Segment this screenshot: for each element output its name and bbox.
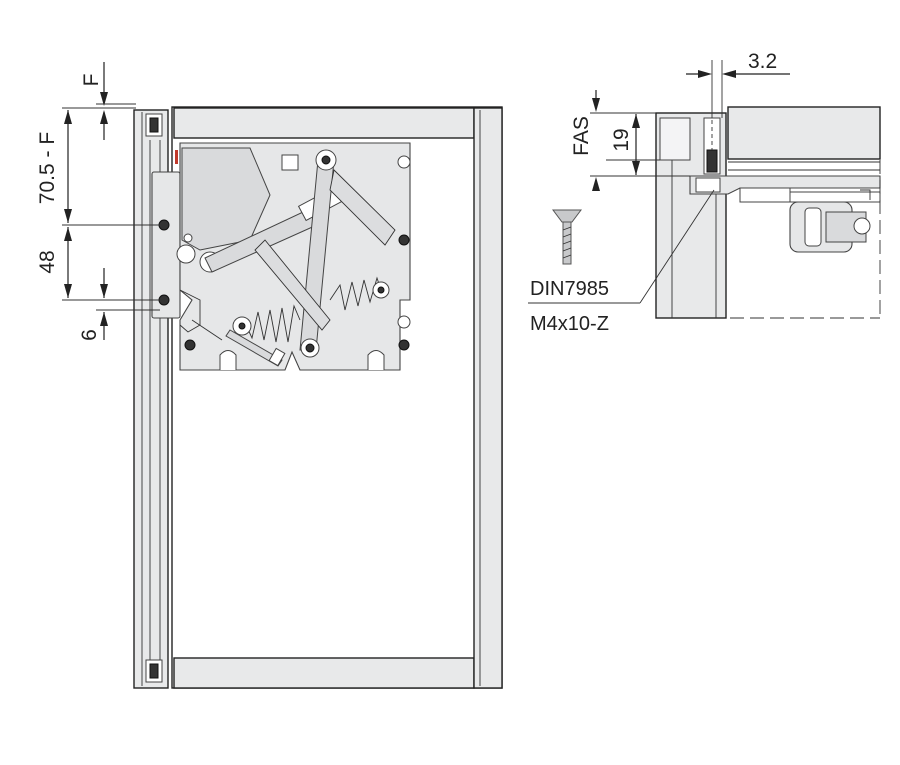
top-panel-section (727, 106, 881, 160)
spring-lower (232, 304, 301, 343)
screw-section (706, 149, 718, 173)
screw-spec-din: DIN7985 (530, 278, 609, 300)
dim-48: 48 (36, 250, 59, 273)
spring-upper (329, 276, 390, 311)
screw-callout: DIN7985 M4x10-Z (528, 189, 715, 335)
dim-6: 6 (78, 329, 101, 341)
mechanism-section (728, 161, 881, 253)
countersunk-screw (552, 209, 582, 265)
red-marker (175, 150, 178, 164)
lift-mechanism (176, 142, 411, 371)
dim-fas: FAS (570, 116, 593, 156)
top-panel (173, 107, 475, 139)
cabinet-front-view (133, 106, 503, 689)
section-detail-view (655, 106, 881, 319)
dim-f: F (80, 74, 103, 87)
dim-70-5-minus-f: 70.5 - F (36, 132, 59, 204)
side-panel (473, 107, 503, 689)
left-dimensions: F 70.5 - F 48 6 (36, 62, 160, 341)
dim-19: 19 (610, 128, 633, 151)
screw-spec-size: M4x10-Z (530, 313, 609, 335)
dim-3-2: 3.2 (748, 50, 777, 73)
bottom-panel (173, 657, 475, 689)
right-dimensions: 3.2 FAS 19 (570, 50, 790, 191)
